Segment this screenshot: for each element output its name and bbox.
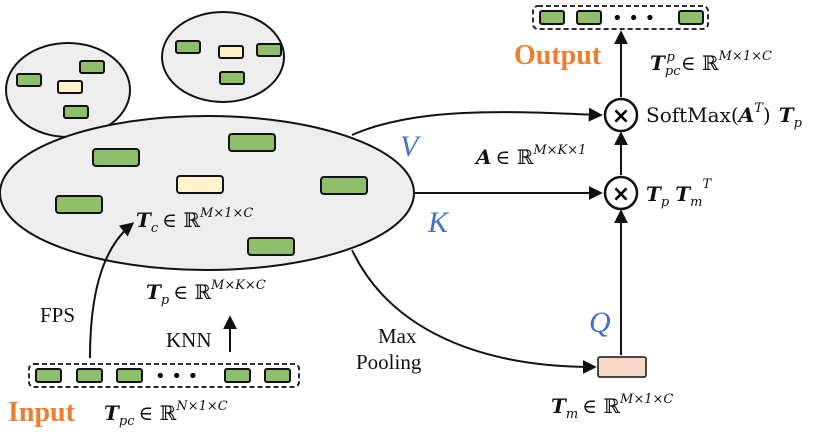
tc-label: Tc∈ ℝM×1×C (136, 206, 253, 236)
knn-label: KNN (166, 328, 212, 352)
fps-arrow (89, 222, 135, 359)
pooling-label: Pooling (356, 350, 422, 374)
svg-text:×: × (612, 182, 630, 207)
ellipsis: • • • (155, 366, 198, 387)
multiply-node-score: × (603, 175, 639, 211)
main-group (0, 115, 415, 271)
output-formula: Tpcp∈ ℝM×1×C (650, 49, 772, 79)
max-pooling-edge (351, 249, 597, 374)
output-token-strip: • • • (532, 5, 709, 30)
q-label: Q (589, 306, 611, 339)
fps-label: FPS (40, 303, 75, 327)
attention-formula: A∈ ℝM×K×1 (474, 143, 586, 169)
input-token-strip: • • • (28, 363, 300, 388)
softmax-formula: SoftMax(AT)Tp (646, 101, 803, 131)
tm-formula: Tm∈ ℝM×1×C (551, 392, 673, 422)
small-group-right (161, 11, 285, 103)
k-label: K (427, 206, 450, 239)
max-label: Max (378, 324, 417, 348)
svg-text:×: × (612, 104, 630, 129)
pooled-token (597, 356, 647, 378)
multiply-node-softmax: × (603, 97, 639, 133)
input-label: Input (8, 397, 76, 428)
v-edge (351, 107, 603, 136)
small-group-left (5, 42, 131, 138)
output-label: Output (514, 40, 602, 71)
tp-formula: Tp∈ ℝM×K×C (146, 278, 266, 308)
ellipsis: • • • (612, 8, 655, 29)
input-formula: Tpc∈ ℝN×1×C (104, 399, 228, 429)
v-label: V (400, 130, 422, 163)
